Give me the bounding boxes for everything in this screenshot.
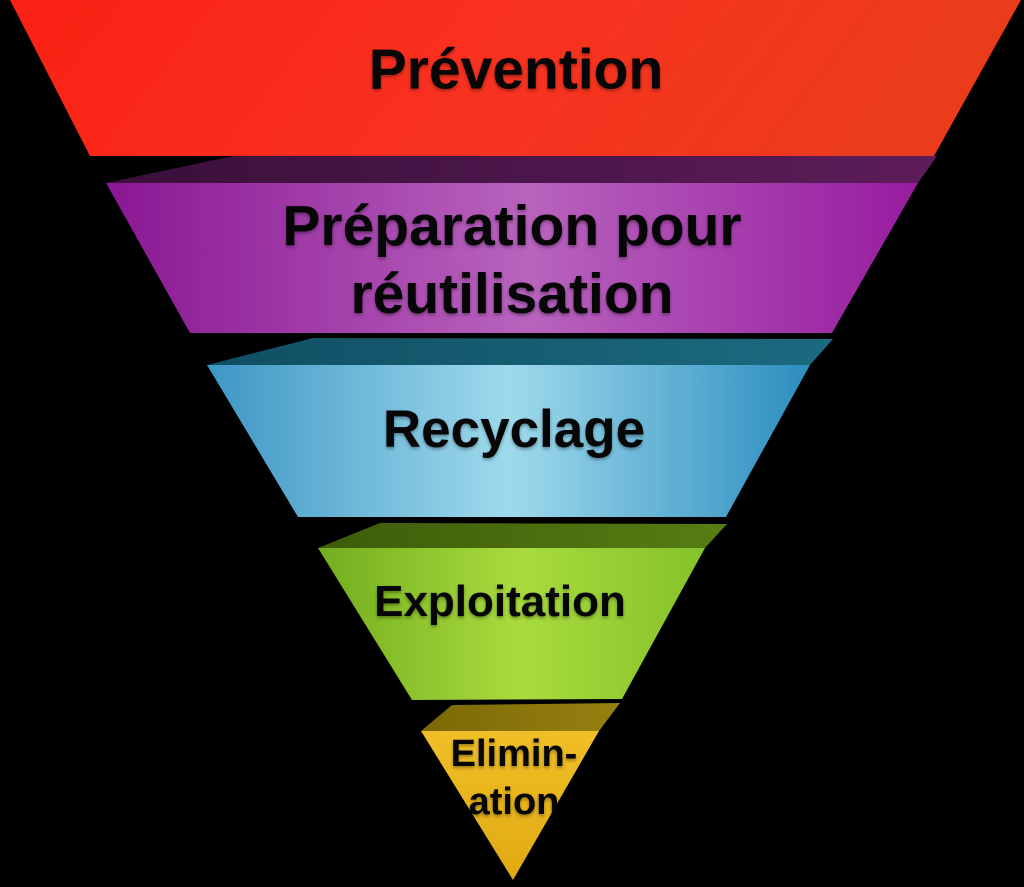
level-elimination-top-face: [421, 703, 620, 731]
level-preparation-top-face: [106, 156, 937, 183]
level-elimination-face: [421, 731, 599, 880]
level-recyclage-face: [207, 365, 810, 517]
level-exploitation-top-face: [318, 523, 727, 548]
level-prevention-face: [10, 0, 1021, 156]
level-exploitation-face: [318, 548, 705, 700]
level-recyclage-top-face: [207, 338, 833, 365]
level-preparation-face: [106, 183, 918, 333]
